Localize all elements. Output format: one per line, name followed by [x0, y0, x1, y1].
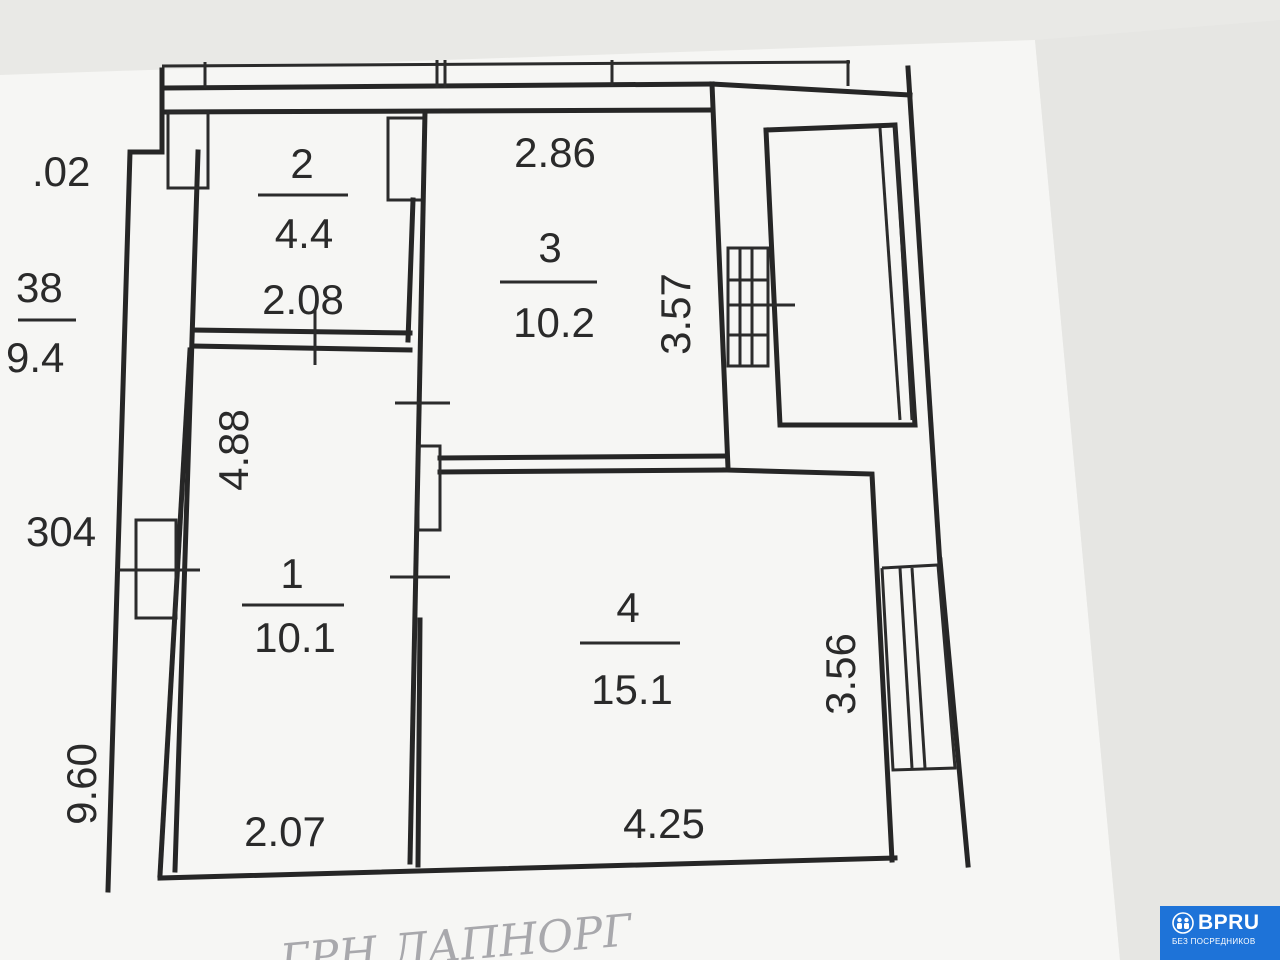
window-room4 — [880, 563, 957, 772]
room2-bottom-wall-a — [190, 327, 413, 336]
fragment-dim-top: .02 — [32, 148, 90, 195]
left-wall-inner — [172, 149, 201, 873]
window-room4-pane-2 — [910, 567, 927, 769]
left-wall-outer — [105, 67, 165, 893]
room3-bottom-wall-a — [437, 453, 728, 461]
room1-area: 10.1 — [254, 614, 336, 661]
door-room3 — [726, 246, 770, 368]
people-icon — [1172, 912, 1194, 934]
room4-area: 15.1 — [591, 666, 673, 713]
room4-top-right — [722, 467, 895, 863]
room1-right-wall — [415, 617, 423, 868]
watermark-badge: BPRU БЕЗ ПОСРЕДНИКОВ — [1160, 906, 1280, 960]
handwritten-note: ГРН ЛАПНОРГ — [277, 905, 636, 960]
paper-shadow — [1035, 20, 1280, 960]
top-wall-inner — [162, 107, 715, 115]
top-wall-far — [709, 81, 913, 98]
dim-overall-height: 9.60 — [58, 743, 105, 825]
top-boundary — [161, 60, 851, 68]
walls — [105, 60, 971, 893]
balcony-frame — [763, 122, 918, 428]
watermark-brand: BPRU — [1198, 911, 1260, 934]
fragment-number: 38 — [16, 264, 63, 311]
room1-number: 1 — [280, 550, 303, 597]
window-room4-pane-1 — [898, 567, 914, 769]
room2-area: 4.4 — [275, 210, 333, 257]
wall-mark: 304 — [26, 508, 96, 555]
far-right-wall — [937, 557, 971, 868]
room3-area: 10.2 — [513, 299, 595, 346]
dim-room1-width: 2.07 — [244, 808, 326, 855]
room3-number: 3 — [538, 224, 561, 271]
dim-room2-width: 2.08 — [262, 276, 344, 323]
room3-right-wall — [709, 81, 731, 471]
room2-number: 2 — [290, 140, 313, 187]
dim-room4-width: 4.25 — [623, 800, 705, 847]
dim-room1-height: 4.88 — [210, 409, 257, 491]
dim-room3-width: 2.86 — [514, 129, 596, 176]
balcony-rail-1 — [878, 127, 902, 421]
room2-bottom-wall-b — [190, 343, 413, 353]
watermark-brand-row: BPRU — [1172, 912, 1272, 934]
dim-room4-height: 3.56 — [817, 633, 864, 715]
watermark-tagline: БЕЗ ПОСРЕДНИКОВ — [1172, 937, 1256, 946]
fragment-area: 9.4 — [6, 334, 64, 381]
room4-number: 4 — [616, 584, 639, 631]
dim-room3-height: 3.57 — [652, 273, 699, 355]
balcony-outer-wall — [905, 65, 943, 568]
room3-bottom-wall-b — [437, 467, 728, 475]
room4-bottom-wall — [157, 855, 898, 881]
room2-inner-right — [405, 197, 416, 343]
balcony-rail-2 — [893, 124, 914, 421]
paper-sheet — [0, 40, 1120, 960]
door-jamb — [416, 444, 442, 532]
column-top-mid — [386, 116, 426, 202]
column-top-left — [166, 110, 210, 190]
